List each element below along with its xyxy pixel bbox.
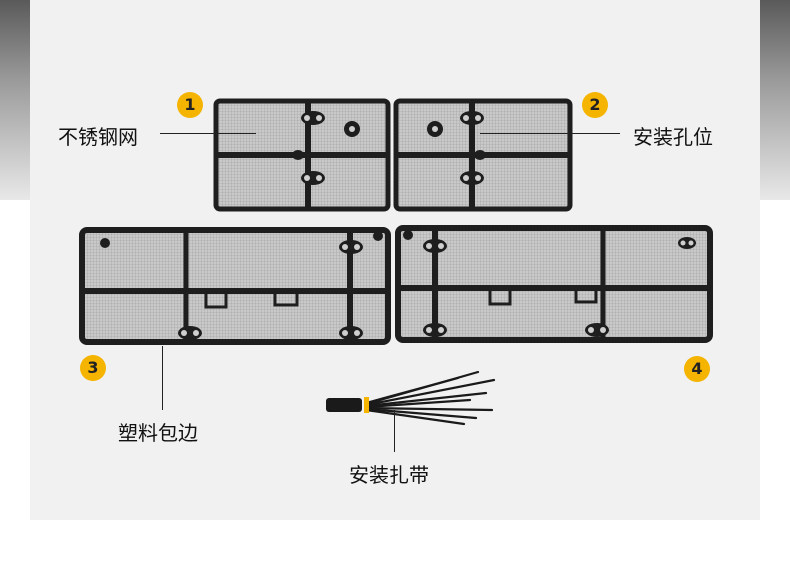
number-badge-4: 4 — [684, 356, 710, 382]
number-badge-2: 2 — [582, 92, 608, 118]
grille-piece-2 — [393, 98, 573, 212]
leader-line-plastic-edging — [162, 346, 163, 410]
label-stainless-mesh: 不锈钢网 — [58, 125, 138, 149]
number-badge-1: 1 — [177, 92, 203, 118]
grille-piece-3 — [79, 227, 391, 345]
cable-ties-bundle — [326, 370, 496, 426]
leader-line-mounting-ties — [394, 410, 395, 452]
grille-piece-4 — [395, 225, 713, 343]
label-mounting-ties: 安装扎带 — [349, 463, 429, 487]
leader-line-stainless-mesh — [160, 133, 256, 134]
background-edge-left — [0, 0, 30, 200]
leader-line-mounting-holes — [480, 133, 620, 134]
grille-piece-1 — [213, 98, 391, 212]
label-mounting-holes: 安装孔位 — [633, 125, 713, 149]
number-badge-3: 3 — [80, 355, 106, 381]
label-plastic-edging: 塑料包边 — [118, 421, 198, 445]
background-edge-right — [760, 0, 790, 200]
